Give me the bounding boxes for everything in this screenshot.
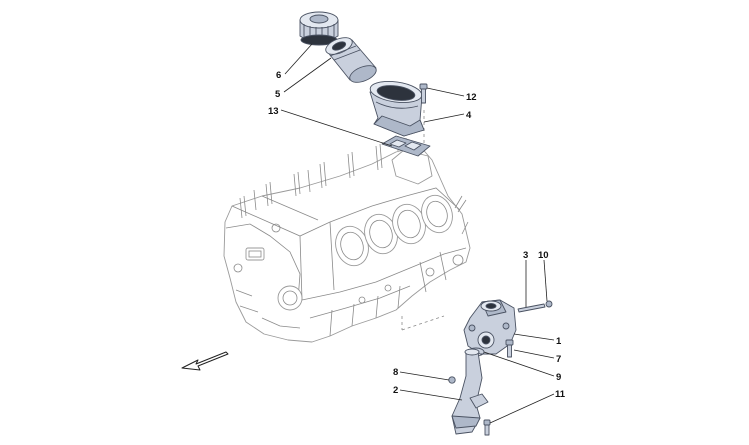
callout-6[interactable]: 6 <box>276 70 281 81</box>
callout-5[interactable]: 5 <box>275 89 281 100</box>
callout-2[interactable]: 2 <box>393 385 398 396</box>
part-3-stud[interactable] <box>517 303 546 313</box>
engine-block <box>223 110 471 343</box>
part-6-filter-cap[interactable] <box>299 11 339 46</box>
part-12-bolt[interactable] <box>419 83 428 104</box>
part-2-suction-pipe[interactable] <box>451 348 489 435</box>
callout-10[interactable]: 10 <box>538 250 549 261</box>
leader-lines <box>280 43 555 424</box>
part-4-filter-housing[interactable] <box>369 78 425 137</box>
callout-7[interactable]: 7 <box>556 354 561 365</box>
part-1-pump-body[interactable] <box>463 299 517 355</box>
callout-3[interactable]: 3 <box>523 250 528 261</box>
part-11-bolt[interactable] <box>483 419 491 436</box>
part-5-filter-cartridge[interactable] <box>323 34 378 85</box>
callout-8[interactable]: 8 <box>393 367 398 378</box>
part-13-gasket[interactable] <box>381 135 431 157</box>
callout-9[interactable]: 9 <box>556 372 561 383</box>
part-7-bolt[interactable] <box>505 339 514 358</box>
part-10-nut[interactable] <box>545 300 553 308</box>
callout-12[interactable]: 12 <box>466 92 477 103</box>
front-direction-arrow-icon <box>181 351 229 371</box>
callout-labels: 6 5 12 4 13 3 10 1 7 8 9 2 11 <box>268 70 566 400</box>
callout-4[interactable]: 4 <box>466 110 472 121</box>
part-8-screw[interactable] <box>448 376 456 384</box>
cylinder-bores <box>335 194 453 267</box>
callout-11[interactable]: 11 <box>555 389 566 400</box>
callout-1[interactable]: 1 <box>556 336 562 347</box>
callout-13[interactable]: 13 <box>268 106 279 117</box>
